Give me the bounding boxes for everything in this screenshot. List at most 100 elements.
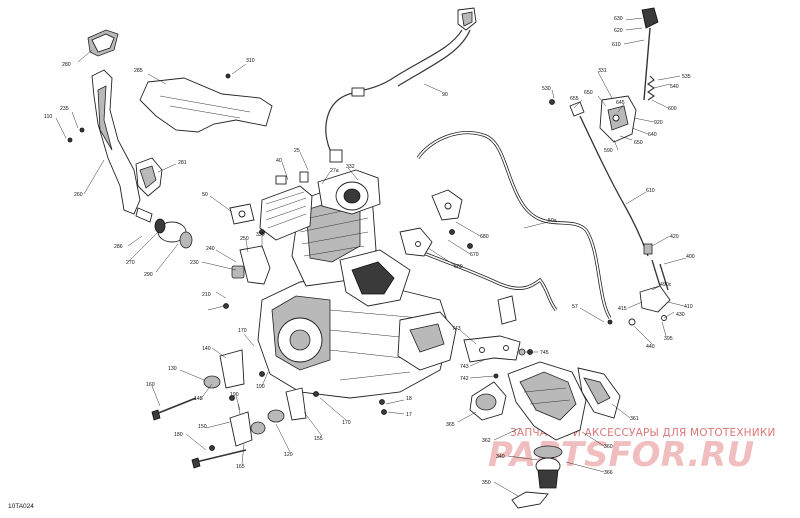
callout-label: 50 (202, 192, 208, 198)
bracket-660-part (399, 227, 433, 257)
callout-label: 350 (482, 480, 491, 486)
callout-label: 230 (190, 260, 199, 266)
callout-label: 415 (618, 306, 627, 312)
callout-label: 145 (194, 396, 203, 402)
callout-label: 630 (614, 16, 623, 22)
bolt-180-part (191, 449, 247, 469)
callout-label: 50a (548, 218, 557, 224)
callout-label: 90 (442, 92, 448, 98)
callout-label: 440 (646, 344, 655, 350)
callout-label: 140 (202, 346, 211, 352)
callout-label: 17 (406, 412, 412, 418)
callout-label: 170 (342, 420, 351, 426)
callout-label: 610 (646, 188, 655, 194)
callout-label: 270 (126, 260, 135, 266)
callout-label: 27a (330, 168, 339, 174)
callout-label: 310 (246, 58, 255, 64)
callout-labels: 280 285 310 235 110 260 281 286 270 290 … (44, 16, 695, 486)
callout-label: 420 (670, 234, 679, 240)
exhaust-clamp-part (511, 445, 563, 509)
callout-label: 395 (664, 336, 673, 342)
breather-hose-part (405, 131, 612, 325)
callout-label: 743 (460, 364, 469, 370)
callout-label: 743 (452, 326, 461, 332)
callout-label: 150 (198, 424, 207, 430)
bolt-130-part (151, 397, 197, 421)
exhaust-duct-361-part (577, 367, 621, 419)
callout-label: 600 (668, 106, 677, 112)
bracket-680-part (431, 189, 463, 221)
shift-linkage-part (628, 243, 671, 326)
callout-label: 240 (206, 246, 215, 252)
callout-label: 120 (284, 452, 293, 458)
watermark-brand: PARTSFOR.RU (488, 435, 754, 475)
callout-label: 742 (460, 376, 469, 382)
callout-label: 57 (572, 304, 578, 310)
callout-label: 155 (314, 436, 323, 442)
callout-label: 745 (540, 350, 549, 356)
exhaust-duct-365-part (469, 381, 507, 421)
intake-tube-part (91, 69, 141, 215)
intake-coupler-part (135, 207, 193, 249)
callout-label: 340 (496, 454, 505, 460)
callout-label: 25 (294, 148, 300, 154)
callout-label: 170 (238, 328, 247, 334)
callout-label: 210 (202, 292, 211, 298)
shift-knob-part (641, 7, 659, 101)
callout-label: 280 (62, 62, 71, 68)
callout-label: 640 (648, 132, 657, 138)
callout-label: 366 (604, 470, 613, 476)
callout-label: 610 (612, 42, 621, 48)
exhaust-bracket-743-part (463, 335, 526, 363)
callout-label: 670 (470, 252, 479, 258)
callout-label: 365 (446, 422, 455, 428)
callout-label: 590 (604, 148, 613, 154)
diagram-reference-code: 10TA024 (8, 503, 34, 510)
callout-label: 290 (144, 272, 153, 278)
callout-label: 160 (146, 382, 155, 388)
callout-label: 490c (660, 282, 672, 288)
callout-label: 620 (614, 28, 623, 34)
callout-label: 260 (74, 192, 83, 198)
callout-label: 535 (682, 74, 691, 80)
callout-label: 660 (454, 264, 463, 270)
callout-label: 530 (542, 86, 551, 92)
exhaust-duct-362-part (507, 361, 587, 441)
callout-label: 250 (240, 236, 249, 242)
callout-label: 130 (168, 366, 177, 372)
callout-label: 40 (276, 158, 282, 164)
callout-label: 286 (114, 244, 123, 250)
intake-cap-part (87, 29, 119, 57)
wiring-harness-part (325, 7, 477, 163)
callout-label: 332 (346, 164, 355, 170)
shift-cable-part (579, 115, 649, 257)
callout-label: 540 (670, 84, 679, 90)
callout-label: 362 (482, 438, 491, 444)
callout-label: 285 (134, 68, 143, 74)
callout-label: 110 (44, 114, 52, 120)
callout-label: 360 (604, 444, 613, 450)
callout-label: 165 (236, 464, 245, 470)
callout-label: 190 (230, 392, 239, 398)
callout-label: 180 (174, 432, 183, 438)
callout-label: 281 (178, 160, 187, 166)
callout-label: 655 (570, 96, 579, 102)
shift-lever-part (569, 95, 637, 143)
callout-label: 645 (616, 100, 625, 106)
callout-label: 410 (684, 304, 693, 310)
callout-label: 331 (598, 68, 607, 74)
leader-lines (55, 17, 687, 497)
shift-spring-part (647, 75, 655, 101)
intake-elbow-part (135, 157, 163, 197)
callout-label: 18 (406, 396, 412, 402)
callout-label: 235 (60, 106, 69, 112)
callout-label: 650 (634, 140, 643, 146)
callout-label: 920 (654, 120, 663, 126)
callout-label: 430 (676, 312, 685, 318)
callout-label: 361 (630, 416, 639, 422)
callout-label: 335 (256, 232, 265, 238)
bracket-50-part (229, 203, 255, 225)
callout-label: 400 (686, 254, 695, 260)
callout-label: 650 (584, 90, 593, 96)
engine-assembly (257, 169, 457, 399)
